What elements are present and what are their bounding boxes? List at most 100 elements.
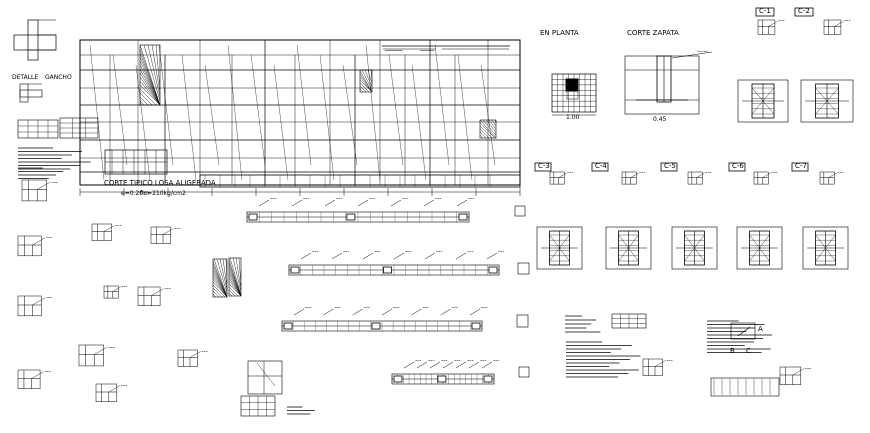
section-b: B <box>730 347 735 355</box>
left-detail-8-note: --- <box>108 344 115 351</box>
c5-box-text: C-5 <box>664 162 676 170</box>
right-bottom-detail-1: --- <box>779 365 811 385</box>
c3-box: C-3 <box>534 162 552 172</box>
beam-3-note-6: --- <box>481 304 488 311</box>
beam-1-note-5: --- <box>435 195 442 202</box>
c7-box: C-7 <box>791 162 809 172</box>
c2-box-text: C-2 <box>798 7 810 15</box>
beam-2-note-1: --- <box>343 248 350 255</box>
beam-1-note-0: --- <box>270 195 277 202</box>
c5-box: C-5 <box>660 162 678 172</box>
column-c7 <box>802 226 849 270</box>
left-detail-2: --- <box>17 235 53 257</box>
mid-note-1-note: --- <box>567 169 574 176</box>
column-c6 <box>736 226 783 270</box>
section-a: A <box>758 325 763 333</box>
beam-2-note-2: --- <box>374 248 381 255</box>
beam-4: --------------------- <box>391 357 500 385</box>
beam-2: --------------------- <box>288 248 505 276</box>
beam-1-note-6: --- <box>468 195 475 202</box>
beam-2-note-5: --- <box>467 248 474 255</box>
beam-1-note-2: --- <box>336 195 343 202</box>
beam-1-note-1: --- <box>303 195 310 202</box>
mid-note-4: --- <box>753 169 778 185</box>
left-detail-11: --- <box>103 283 128 299</box>
beam-3-note-2: --- <box>364 304 371 311</box>
left-top-details: DETALLE GANCHO CORTE TIPICO LOSA ALIGERADA… <box>12 19 216 197</box>
left-detail-2-note: --- <box>46 235 53 242</box>
beam-1: --------------------- <box>246 195 475 223</box>
title-lines <box>382 45 510 50</box>
beam-3-note-0: --- <box>305 304 312 311</box>
left-detail-4: --- <box>17 368 51 389</box>
c3-box-text: C-3 <box>538 162 550 170</box>
beam-4-note-6: --- <box>493 357 500 364</box>
slab-caption: CORTE TIPICO LOSA ALIGERADA <box>104 179 216 187</box>
beam-3-note-3: --- <box>393 304 400 311</box>
slab-scale-1: e=0.20m <box>121 190 149 197</box>
beam-2-note-0: --- <box>312 248 319 255</box>
zapata-note: ----- <box>697 48 708 55</box>
c6-box: C-6 <box>728 162 746 172</box>
column-c4 <box>605 226 652 270</box>
c7-box-text: C-7 <box>795 162 807 170</box>
left-detail-7: --- <box>137 285 171 306</box>
beam-1-note-3: --- <box>369 195 376 202</box>
floor-plan: _________ <box>79 39 521 196</box>
left-detail-3: --- <box>17 295 53 317</box>
left-detail-5: --- <box>91 222 122 241</box>
beam-3-note-1: --- <box>334 304 341 311</box>
left-detail-5-note: --- <box>115 222 122 229</box>
footing-width-label: 1.00 <box>566 114 580 121</box>
c1-box-text: C-1 <box>759 7 771 15</box>
left-detail-1: --- <box>21 179 58 202</box>
beam-2-note-4: --- <box>436 248 443 255</box>
mid-note-2: --- <box>621 169 646 185</box>
plan-title-mark: _____ <box>384 43 403 51</box>
c1-mini: --- <box>757 18 785 35</box>
left-detail-10: --- <box>177 348 208 367</box>
detail-label-2: GANCHO <box>45 74 72 81</box>
c2-mini-note: --- <box>844 18 851 25</box>
c1-box: C-1 <box>755 7 775 17</box>
left-detail-4-note: --- <box>44 368 51 375</box>
mid-note-5-note: --- <box>837 169 844 176</box>
en-planta-label: EN PLANTA <box>540 29 579 37</box>
left-detail-10-note: --- <box>201 348 208 355</box>
beam-3-note-4: --- <box>422 304 429 311</box>
c6-box-text: C-6 <box>732 162 744 170</box>
corte-zapata-label: CORTE ZAPATA <box>627 29 679 37</box>
left-detail-6: --- <box>150 225 181 244</box>
left-detail-9-note: --- <box>121 382 128 389</box>
c2-box: C-2 <box>794 7 814 17</box>
left-detail-6-note: --- <box>174 225 181 232</box>
detail-label-1: DETALLE <box>12 74 38 81</box>
left-detail-9: --- <box>95 382 128 402</box>
left-detail-1-note: --- <box>51 179 58 186</box>
mid-note-1: --- <box>549 169 574 185</box>
column-c1 <box>737 79 789 123</box>
column-c5 <box>671 226 718 270</box>
c2-mini: --- <box>823 18 851 35</box>
right-bottom-detail-2-note: --- <box>666 357 673 364</box>
beam-sections <box>212 205 530 417</box>
right-bottom-detail-2: --- <box>642 357 673 376</box>
beam-3: --------------------- <box>281 304 488 332</box>
left-detail-3-note: --- <box>46 295 53 302</box>
plan-title-mark-2: ____ <box>419 43 435 51</box>
mid-note-2-note: --- <box>639 169 646 176</box>
c1-mini-note: --- <box>778 18 785 25</box>
beam-4-note-2: --- <box>441 357 448 364</box>
c4-box-text: C-4 <box>595 162 607 170</box>
beam-4-note-0: --- <box>415 357 422 364</box>
mid-note-3: --- <box>687 169 712 185</box>
mid-note-4-note: --- <box>771 169 778 176</box>
beam-2-note-6: --- <box>498 248 505 255</box>
mid-note-5: --- <box>819 169 844 185</box>
mid-note-3-note: --- <box>705 169 712 176</box>
beam-4-note-1: --- <box>428 357 435 364</box>
